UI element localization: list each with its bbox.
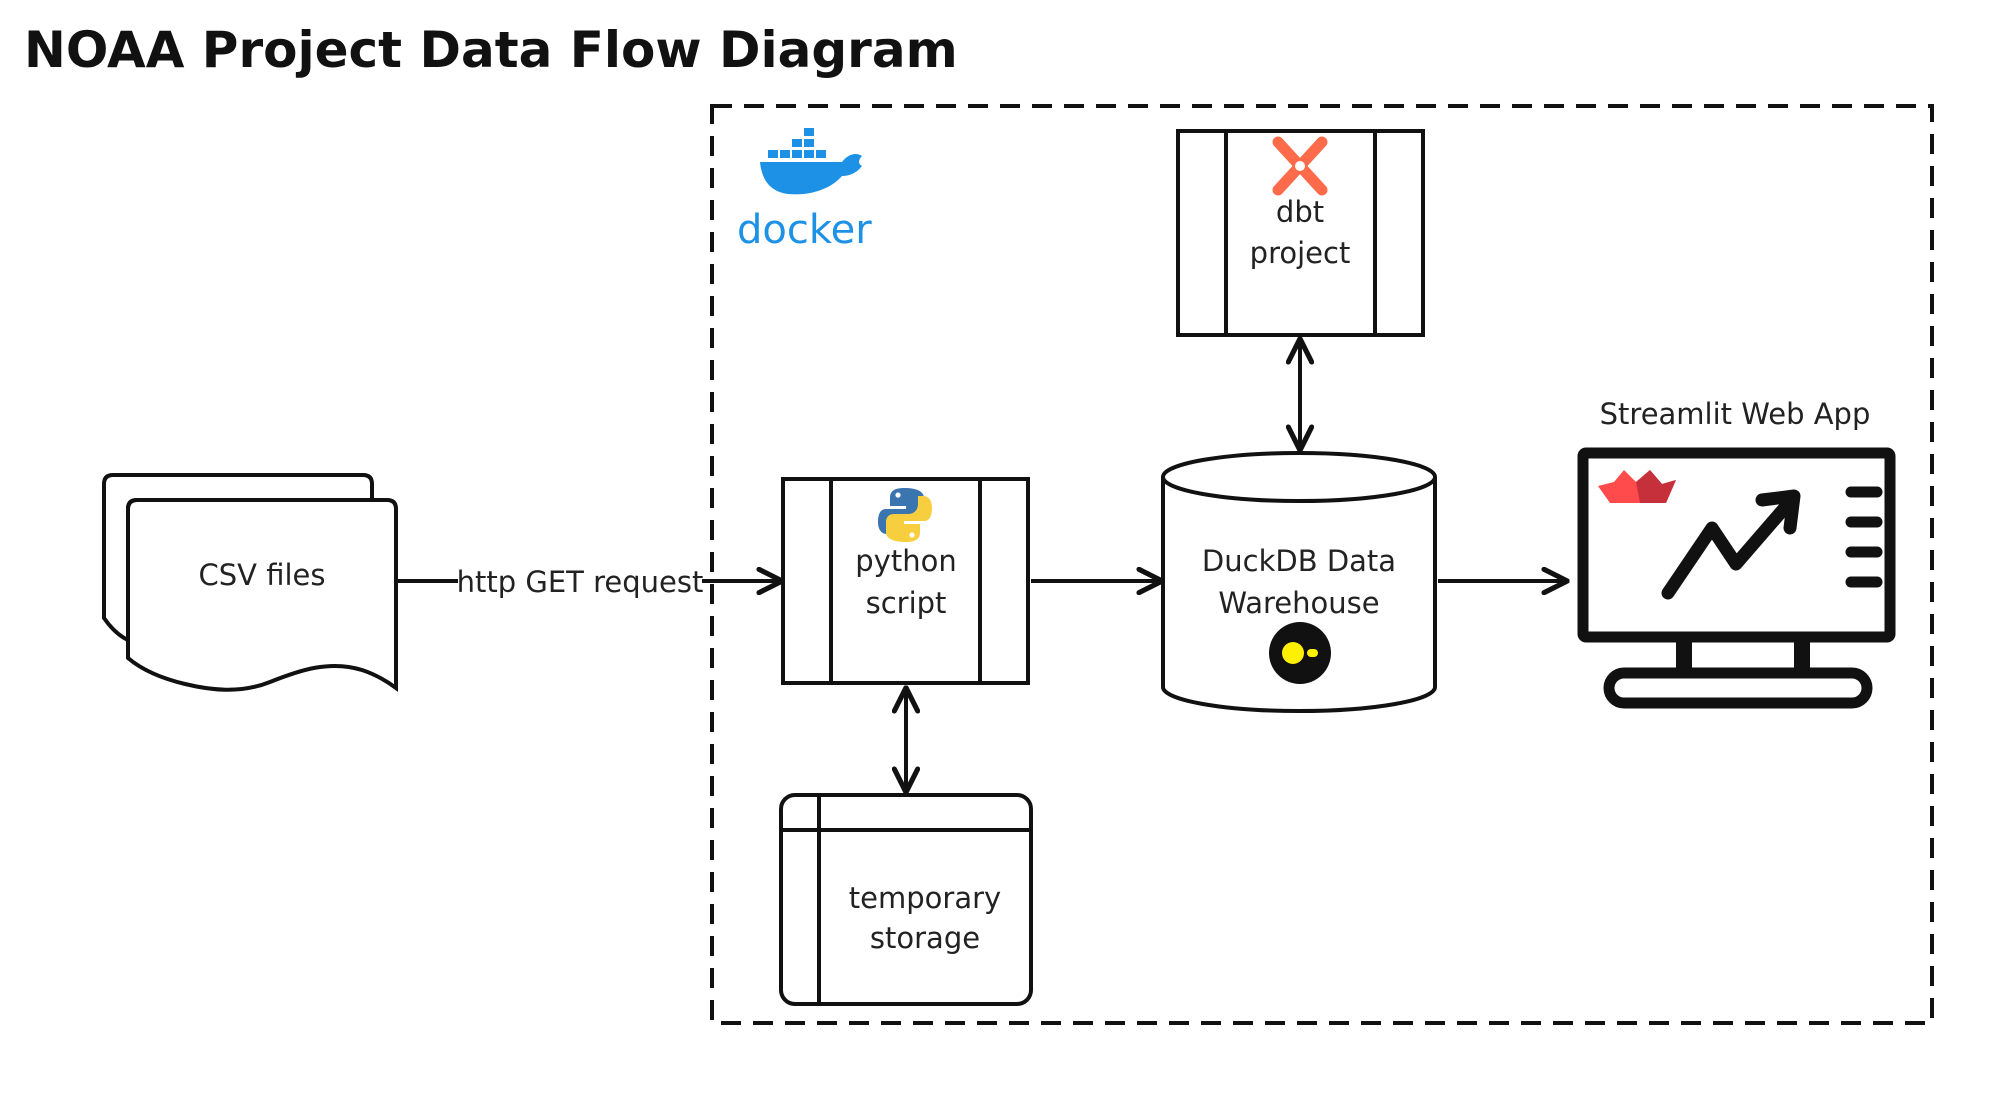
duckdb-warehouse-node: DuckDB Data Warehouse	[1161, 451, 1437, 713]
streamlit-label: Streamlit Web App	[1600, 397, 1871, 431]
dbt-logo-icon	[1272, 136, 1328, 196]
temporary-storage-label-line1: temporary	[849, 881, 1001, 915]
docker-container-boundary	[710, 104, 1934, 1025]
duckdb-label-line2: Warehouse	[1218, 586, 1379, 620]
edge-label-http-get: http GET request	[457, 565, 704, 599]
dbt-project-label-line2: project	[1250, 236, 1351, 270]
dbt-project-label-line1: dbt	[1276, 195, 1324, 229]
monitor-chart-icon	[1577, 447, 1896, 709]
docker-whale-icon	[760, 128, 862, 195]
temporary-storage-label-line2: storage	[870, 921, 980, 955]
page-title: NOAA Project Data Flow Diagram	[24, 21, 958, 79]
duckdb-label-line1: DuckDB Data	[1202, 544, 1396, 578]
duckdb-logo-icon	[1269, 622, 1331, 684]
dbt-project-node: dbt project	[1176, 129, 1425, 337]
streamlit-logo-icon	[1598, 470, 1676, 503]
csv-files-node: CSV files	[102, 473, 398, 692]
temporary-storage-node: temporary storage	[779, 793, 1033, 1006]
python-script-node: python script	[781, 477, 1030, 685]
python-script-label-line2: script	[866, 586, 947, 620]
python-script-label-line1: python	[855, 544, 956, 578]
edge-csv-to-python: http GET request	[398, 565, 780, 599]
docker-label: docker	[737, 207, 872, 253]
python-logo-icon	[878, 488, 932, 542]
csv-files-label: CSV files	[199, 558, 326, 592]
